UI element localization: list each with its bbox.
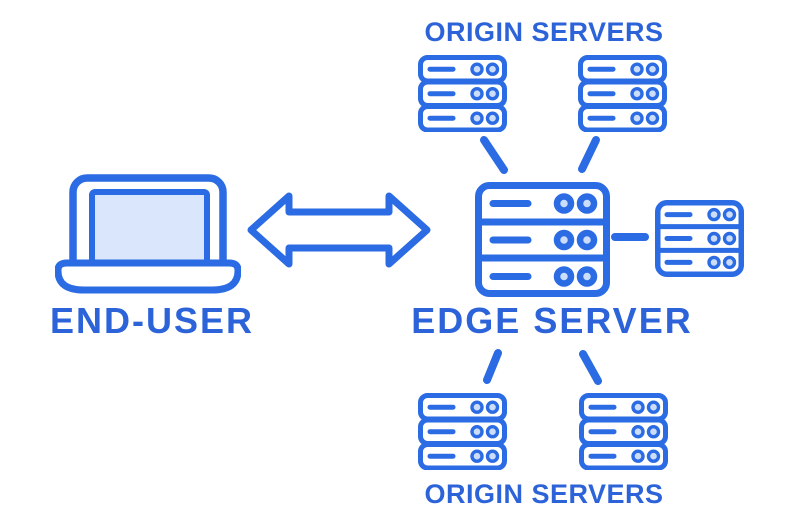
laptop-icon (55, 174, 241, 294)
origin-servers-bottom-label: ORIGIN SERVERS (424, 479, 664, 509)
server-led-icon (631, 449, 645, 463)
server-chassis (475, 182, 610, 297)
server-led-icon (646, 425, 661, 439)
bidirectional-arrow-icon (247, 192, 431, 268)
end-user-label: END-USER (49, 300, 255, 341)
server-led-icon (485, 62, 500, 76)
server-led-icon (707, 207, 721, 222)
server-led-icon (646, 400, 661, 414)
server-led-icon (645, 87, 660, 101)
server-led-icon (553, 193, 575, 214)
server-led-icon (631, 425, 645, 439)
server-led-icon (576, 266, 598, 287)
server-led-icon (646, 449, 661, 463)
server-led-icon (485, 425, 500, 439)
arrow-shape (247, 192, 431, 268)
origin-server-icon-bottom-left (418, 393, 507, 470)
server-led-icon (630, 111, 644, 125)
server-led-icon (485, 449, 500, 463)
server-row (418, 104, 507, 132)
server-led-icon (645, 111, 660, 125)
server-led-icon (630, 62, 644, 76)
server-led-icon (470, 425, 484, 439)
edge-server-label: EDGE SERVER (411, 300, 693, 341)
server-led-icon (470, 111, 484, 125)
connector-line (480, 136, 508, 174)
server-row (489, 193, 598, 214)
laptop-base (55, 259, 241, 294)
server-row (489, 266, 598, 287)
server-led-icon (722, 255, 737, 270)
server-chassis (655, 200, 744, 277)
connector-line (579, 350, 602, 385)
server-led-icon (707, 255, 721, 270)
server-led-icon (630, 87, 644, 101)
server-led-icon (485, 400, 500, 414)
origin-servers-top-label: ORIGIN SERVERS (424, 17, 664, 47)
origin-server-icon-bottom-right (579, 393, 668, 470)
server-row (489, 229, 598, 251)
server-row (579, 442, 668, 470)
origin-server-icon-top-left (418, 55, 507, 132)
server-led-icon (470, 400, 484, 414)
server-led-icon (645, 62, 660, 76)
origin-server-icon-right (655, 200, 744, 277)
server-led-icon (722, 231, 737, 246)
server-led-icon (722, 207, 737, 222)
connector-line (578, 136, 600, 173)
connector-line (483, 349, 502, 384)
server-led-icon (707, 231, 721, 246)
server-row (418, 442, 507, 470)
server-led-icon (553, 266, 575, 287)
server-led-icon (485, 87, 500, 101)
server-led-icon (470, 62, 484, 76)
server-led-icon (485, 111, 500, 125)
origin-server-icon-top-right (578, 55, 667, 132)
server-led-icon (631, 400, 645, 414)
server-row (578, 104, 667, 132)
server-led-icon (576, 193, 598, 214)
server-led-icon (553, 229, 575, 251)
server-led-icon (470, 449, 484, 463)
edge-server-icon (475, 182, 610, 297)
server-led-icon (576, 229, 598, 251)
server-led-icon (470, 87, 484, 101)
